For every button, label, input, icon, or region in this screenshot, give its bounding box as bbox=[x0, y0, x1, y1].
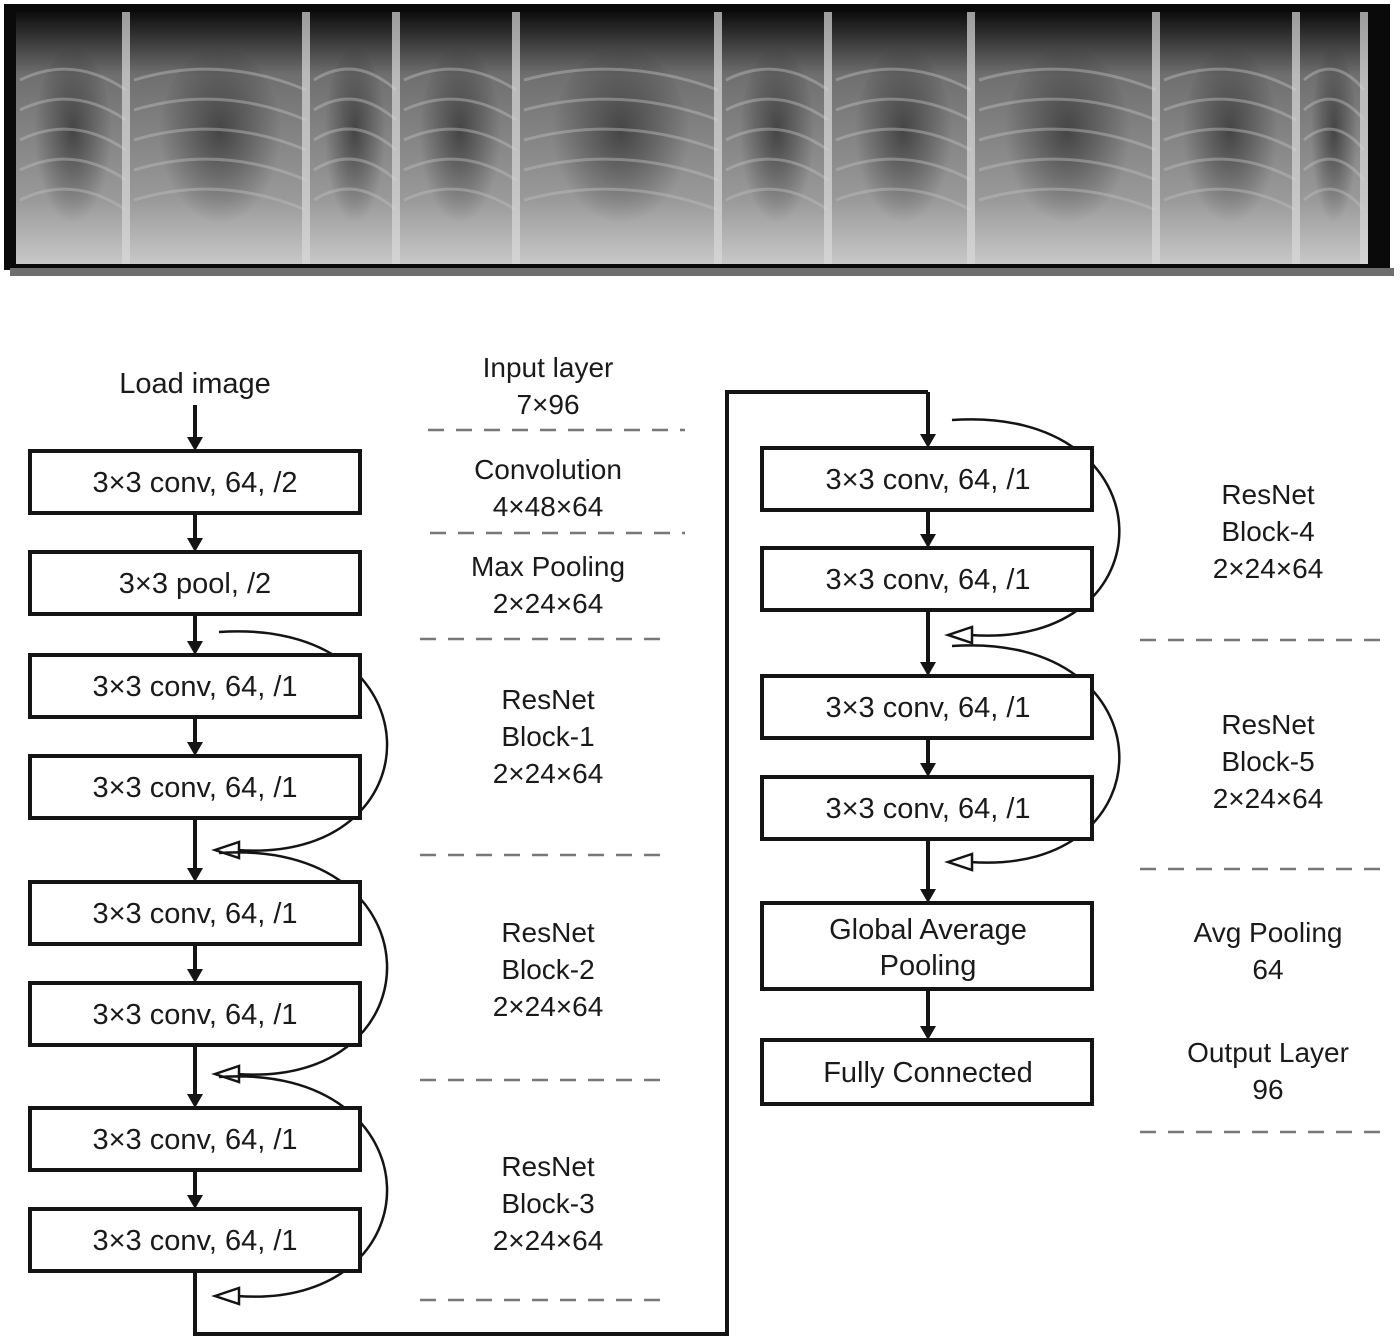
load-image-label: Load image bbox=[119, 368, 271, 400]
layer-box: 3×3 conv, 64, /1 bbox=[28, 1106, 362, 1172]
xray-panel bbox=[722, 12, 832, 264]
flow-arrow-head bbox=[187, 1195, 203, 1209]
layer-box-label: Fully Connected bbox=[823, 1057, 1033, 1089]
stage-annotation: ResNet bbox=[1221, 479, 1315, 510]
flow-arrow-head bbox=[187, 1094, 203, 1108]
stage-annotation: 2×24×64 bbox=[1213, 553, 1324, 584]
layer-box-label: 3×3 conv, 64, /1 bbox=[825, 793, 1030, 825]
skip-connection-head bbox=[944, 852, 974, 872]
xray-panel bbox=[1300, 12, 1368, 264]
layer-box: Fully Connected bbox=[760, 1038, 1094, 1106]
layer-box: 3×3 conv, 64, /1 bbox=[760, 674, 1094, 740]
layer-boxes: 3×3 conv, 64, /2 3×3 pool, /2 3×3 conv, 64… bbox=[28, 446, 1094, 1273]
layer-box: 3×3 conv, 64, /1 bbox=[760, 446, 1094, 512]
xray-panel bbox=[310, 12, 400, 264]
layer-box: 3×3 conv, 64, /1 bbox=[28, 1207, 362, 1273]
layer-box-label: 3×3 conv, 64, /1 bbox=[92, 671, 297, 703]
stage-annotation: Block-5 bbox=[1221, 746, 1314, 777]
layer-box: 3×3 conv, 64, /1 bbox=[28, 653, 362, 719]
xray-panel bbox=[975, 12, 1160, 264]
xray-panel bbox=[16, 12, 130, 264]
stage-annotation: Max Pooling bbox=[471, 551, 625, 582]
layer-box: 3×3 conv, 64, /1 bbox=[28, 880, 362, 946]
layer-box-label: 3×3 conv, 64, /1 bbox=[92, 772, 297, 804]
stage-annotation: 2×24×64 bbox=[493, 758, 604, 789]
skip-connection-head bbox=[211, 1064, 241, 1084]
stage-annotation: Input layer bbox=[483, 352, 614, 383]
stage-annotation: Block-2 bbox=[501, 954, 594, 985]
stage-annotation: Output Layer bbox=[1187, 1037, 1349, 1068]
flow-arrow-head bbox=[187, 868, 203, 882]
layer-box-label: 3×3 conv, 64, /1 bbox=[825, 464, 1030, 496]
layer-box-label: 3×3 conv, 64, /1 bbox=[92, 1225, 297, 1257]
layer-box-label: 3×3 conv, 64, /1 bbox=[92, 898, 297, 930]
flow-arrow-head bbox=[920, 1026, 936, 1040]
flow-arrow-head bbox=[920, 662, 936, 676]
flow-arrow-head bbox=[187, 641, 203, 655]
stage-annotation: 2×24×64 bbox=[493, 588, 604, 619]
stage-annotation: ResNet bbox=[501, 1151, 595, 1182]
layer-box-label: 3×3 conv, 64, /1 bbox=[92, 1124, 297, 1156]
stage-annotation: ResNet bbox=[1221, 709, 1315, 740]
layer-box-label: 3×3 pool, /2 bbox=[119, 568, 271, 600]
skip-connections bbox=[211, 418, 1121, 1306]
stage-annotation: 2×24×64 bbox=[1213, 783, 1324, 814]
skip-connection-head bbox=[211, 1286, 241, 1306]
stage-annotation: 2×24×64 bbox=[493, 1225, 604, 1256]
layer-box: 3×3 conv, 64, /1 bbox=[760, 546, 1094, 612]
xray-panel bbox=[1160, 12, 1300, 264]
xray-panel bbox=[130, 12, 310, 264]
xray-panels bbox=[16, 12, 1368, 264]
separators bbox=[420, 428, 1392, 1302]
skip-connection bbox=[218, 851, 389, 1076]
column-connector bbox=[193, 390, 928, 1336]
stage-annotation: Convolution bbox=[474, 454, 622, 485]
layer-box: 3×3 conv, 64, /1 bbox=[28, 754, 362, 820]
stage-annotation: 96 bbox=[1252, 1074, 1283, 1105]
layer-box-label: 3×3 conv, 64, /1 bbox=[825, 564, 1030, 596]
stage-annotation: Block-1 bbox=[501, 721, 594, 752]
xray-strip-shadow bbox=[10, 268, 1394, 276]
flow-arrow-head bbox=[187, 742, 203, 756]
layer-box: 3×3 conv, 64, /1 bbox=[760, 775, 1094, 841]
flow-arrow-head bbox=[920, 434, 936, 448]
stage-annotation: 7×96 bbox=[516, 389, 579, 420]
stage-annotation: ResNet bbox=[501, 917, 595, 948]
stage-annotation: 2×24×64 bbox=[493, 991, 604, 1022]
layer-box: 3×3 pool, /2 bbox=[28, 550, 362, 616]
xray-panel bbox=[832, 12, 975, 264]
stage-annotation: Block-3 bbox=[501, 1188, 594, 1219]
flow-arrow-head bbox=[920, 534, 936, 548]
stage-annotation: ResNet bbox=[501, 684, 595, 715]
layer-box-label: Global Average bbox=[829, 914, 1027, 946]
flow-arrow-head bbox=[920, 889, 936, 903]
layer-box-label: 3×3 conv, 64, /1 bbox=[92, 999, 297, 1031]
skip-connection bbox=[951, 418, 1121, 637]
xray-panel bbox=[400, 12, 520, 264]
flow-arrow-head bbox=[187, 538, 203, 552]
skip-connection bbox=[218, 630, 389, 852]
stage-annotation: Block-4 bbox=[1221, 516, 1314, 547]
skip-connection-head bbox=[211, 840, 241, 860]
flow-arrow-head bbox=[920, 763, 936, 777]
flow-arrows bbox=[187, 390, 936, 1336]
stage-annotation: 64 bbox=[1252, 954, 1283, 985]
flow-arrow-head bbox=[187, 437, 203, 451]
layer-box: 3×3 conv, 64, /1 bbox=[28, 981, 362, 1047]
xray-panel bbox=[520, 12, 722, 264]
layer-box: 3×3 conv, 64, /2 bbox=[28, 449, 362, 515]
layer-box-label: 3×3 conv, 64, /1 bbox=[825, 692, 1030, 724]
chest-xray-strip bbox=[4, 4, 1394, 276]
stage-annotation: Avg Pooling bbox=[1194, 917, 1343, 948]
layer-box-label: 3×3 conv, 64, /2 bbox=[92, 467, 297, 499]
skip-connection bbox=[218, 1075, 389, 1298]
flow-arrow-head bbox=[187, 969, 203, 983]
stage-annotation: 4×48×64 bbox=[493, 491, 604, 522]
layer-box-label: Pooling bbox=[880, 950, 977, 982]
skip-connection bbox=[951, 644, 1121, 864]
skip-connection-head bbox=[944, 625, 974, 645]
